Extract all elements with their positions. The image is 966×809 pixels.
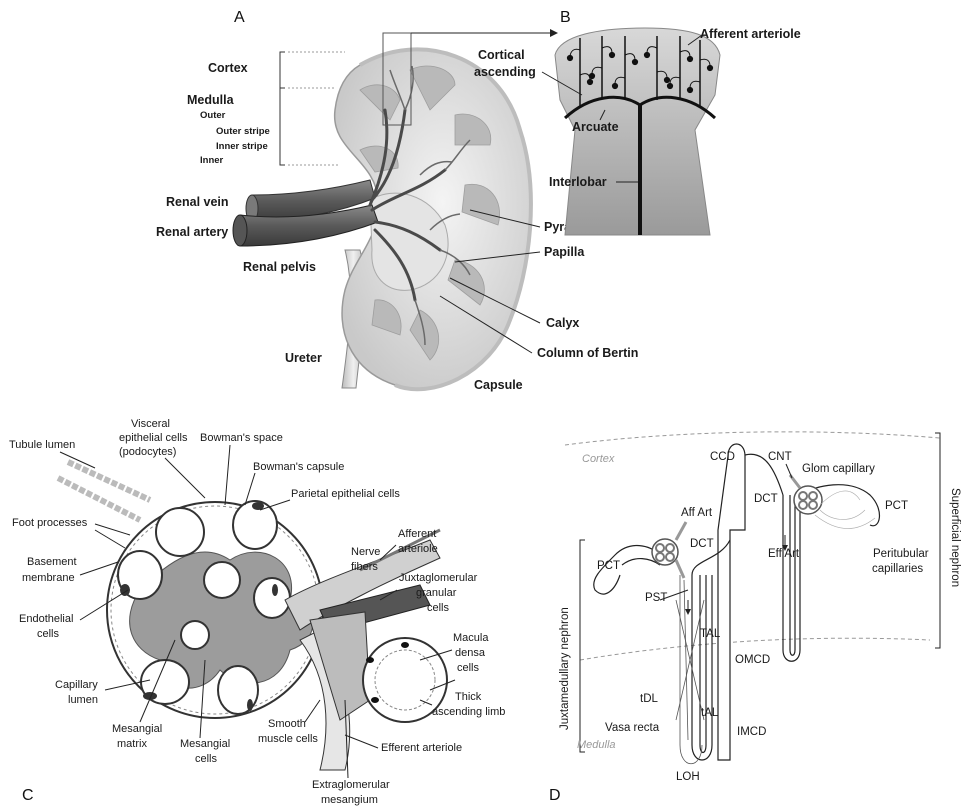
- label-glom-capillary: Glom capillary: [802, 463, 875, 475]
- label-cortical: Cortical: [478, 48, 525, 62]
- label-endothelial-1: Endothelial: [19, 613, 73, 625]
- label-capillary-1: Capillary: [55, 679, 98, 691]
- label-macula-2: densa: [455, 647, 486, 659]
- peritubular-capillaries: [815, 491, 875, 529]
- label-medulla: Medulla: [187, 93, 235, 107]
- cortex-upper-boundary: [565, 432, 940, 445]
- label-renal-vein: Renal vein: [166, 195, 229, 209]
- label-afferent-arteriole: Afferent arteriole: [700, 27, 801, 41]
- label-macula-1: Macula: [453, 632, 489, 644]
- label-extraglom-1: Extraglomerular: [312, 779, 390, 791]
- label-cnt: CNT: [768, 451, 792, 463]
- panel-c-glomerulus: C: [9, 418, 505, 806]
- label-mesangial-matrix-2: matrix: [117, 738, 147, 750]
- label-peritubular-1: Peritubular: [873, 548, 929, 560]
- label-dct-top: DCT: [754, 493, 778, 505]
- juxtamedullary-glomerulus: [652, 539, 678, 565]
- label-outer: Outer: [200, 110, 226, 121]
- panel-c-letter: C: [22, 787, 34, 804]
- label-visceral-3: (podocytes): [119, 446, 176, 458]
- label-juxta-2: granular: [416, 587, 457, 599]
- label-foot-processes: Foot processes: [12, 517, 88, 529]
- label-aff-art: Aff Art: [681, 507, 713, 519]
- panel-d-nephrons: D: [549, 432, 961, 804]
- label-macula-3: cells: [457, 662, 480, 674]
- label-smooth-muscle-2: muscle cells: [258, 733, 318, 745]
- label-juxta-1: Juxtaglomerular: [399, 572, 478, 584]
- label-juxta-3: cells: [427, 602, 450, 614]
- label-outer-stripe: Outer stripe: [216, 126, 270, 137]
- collecting-duct: [718, 444, 745, 760]
- label-mesangial-matrix-1: Mesangial: [112, 723, 162, 735]
- label-nerve-1: Nerve: [351, 546, 380, 558]
- panel-b-letter: B: [560, 9, 571, 26]
- panel-d-letter: D: [549, 787, 561, 804]
- label-ascending: ascending: [474, 65, 536, 79]
- label-peritubular-2: capillaries: [872, 563, 923, 575]
- label-ccd: CCD: [710, 451, 735, 463]
- label-mesangial-cells-1: Mesangial: [180, 738, 230, 750]
- label-nerve-2: fibers: [351, 561, 378, 573]
- label-column-of-bertin: Column of Bertin: [537, 346, 638, 360]
- superficial-tubule: [745, 454, 879, 661]
- label-pct-left: PCT: [597, 560, 620, 572]
- label-basement-2: membrane: [22, 572, 75, 584]
- label-tdl: tDL: [640, 693, 659, 705]
- label-extraglom-2: mesangium: [321, 794, 378, 806]
- label-interlobar: Interlobar: [549, 175, 607, 189]
- label-smooth-muscle-1: Smooth: [268, 718, 306, 730]
- juxtamedullary-bracket: [580, 540, 585, 752]
- label-bowmans-space: Bowman's space: [200, 432, 283, 444]
- label-ureter: Ureter: [285, 351, 322, 365]
- label-loh: LOH: [676, 771, 700, 783]
- aff-art-vessel: [676, 522, 686, 540]
- label-renal-artery: Renal artery: [156, 225, 228, 239]
- label-omcd: OMCD: [735, 654, 770, 666]
- superficial-bracket: [935, 433, 940, 648]
- label-imcd: IMCD: [737, 726, 766, 738]
- label-cortex: Cortex: [208, 61, 248, 75]
- label-tal: TAL: [700, 628, 721, 640]
- label-inner-stripe: Inner stripe: [216, 141, 268, 152]
- label-d-medulla: Medulla: [577, 739, 616, 751]
- label-afferent-1: Afferent: [398, 528, 436, 540]
- label-pst: PST: [645, 592, 667, 604]
- label-inner: Inner: [200, 155, 224, 166]
- label-papilla: Papilla: [544, 245, 585, 259]
- label-thick-2: ascending limb: [432, 706, 505, 718]
- section-arrowhead: [550, 29, 558, 37]
- label-visceral-2: epithelial cells: [119, 432, 188, 444]
- label-arcuate: Arcuate: [572, 120, 619, 134]
- label-calyx: Calyx: [546, 316, 579, 330]
- label-eff-art: Eff Art: [768, 548, 800, 560]
- pst-arrowhead: [685, 609, 691, 615]
- renal-artery-end: [233, 215, 247, 246]
- label-mesangial-cells-2: cells: [195, 753, 218, 765]
- label-superficial: Superficial nephron: [949, 488, 961, 587]
- label-capillary-2: lumen: [68, 694, 98, 706]
- label-afferent-2: arteriole: [398, 543, 438, 555]
- label-efferent: Efferent arteriole: [381, 742, 462, 754]
- label-vasa-recta: Vasa recta: [605, 722, 660, 734]
- label-pct-right: PCT: [885, 500, 908, 512]
- label-tal-thin: tAL: [701, 707, 719, 719]
- label-bowmans-capsule: Bowman's capsule: [253, 461, 344, 473]
- panel-a-letter: A: [234, 9, 245, 26]
- tubule-lumen: [58, 462, 150, 520]
- label-basement-1: Basement: [27, 556, 77, 568]
- label-visceral-1: Visceral: [131, 418, 170, 430]
- label-juxtamedullary: Juxtamedullary nephron: [559, 607, 571, 730]
- label-tubule-lumen: Tubule lumen: [9, 439, 75, 451]
- label-capsule: Capsule: [474, 378, 523, 392]
- label-renal-pelvis: Renal pelvis: [243, 260, 316, 274]
- thick-limb-lumen: [375, 650, 435, 710]
- label-parietal: Parietal epithelial cells: [291, 488, 400, 500]
- label-thick-1: Thick: [455, 691, 482, 703]
- label-endothelial-2: cells: [37, 628, 60, 640]
- superficial-glomerulus: [794, 486, 822, 514]
- label-dct-left: DCT: [690, 538, 714, 550]
- label-d-cortex: Cortex: [582, 453, 615, 465]
